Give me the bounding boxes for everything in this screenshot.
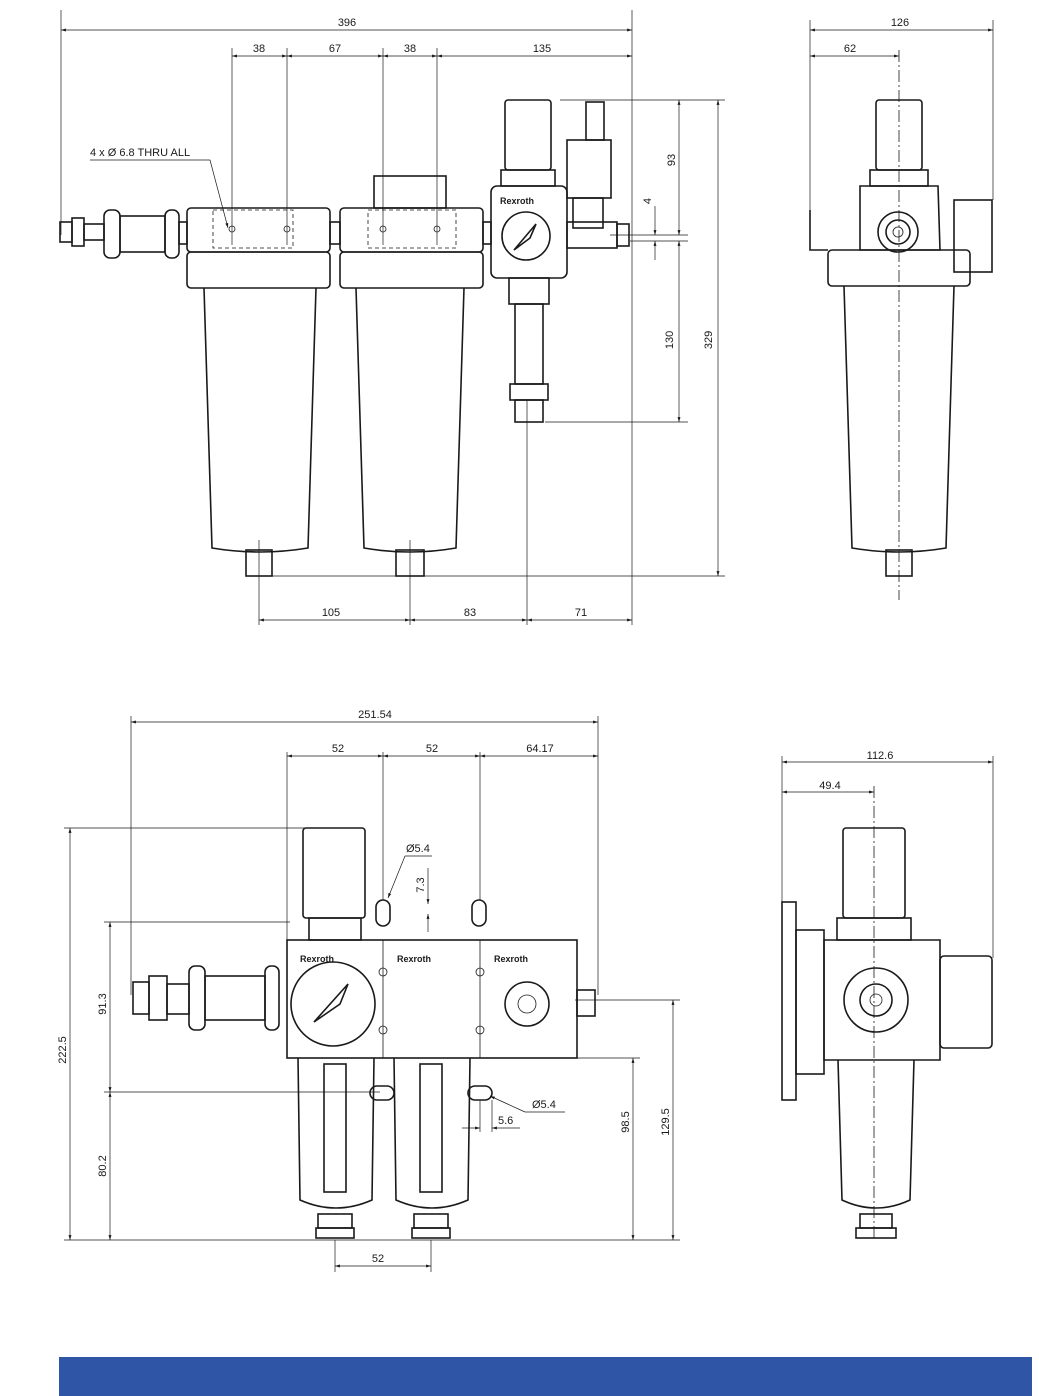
dim-label-hole-bottom: Ø5.4 <box>532 1099 556 1111</box>
dim-label-396: 396 <box>338 17 356 29</box>
dim-label-4: 4 <box>642 198 654 204</box>
dim-label-67: 67 <box>329 43 341 55</box>
bottom-front-view: 251.54 52 52 64.17 Ø5.4 7.3 222.5 91.3 8… <box>57 709 680 1272</box>
dim-label-52-a: 52 <box>332 743 344 755</box>
dim-label-222-5: 222.5 <box>57 1036 69 1064</box>
brand-label-top: Rexroth <box>500 196 534 206</box>
top-front-view: 396 38 67 38 135 4 x Ø 6.8 THRU ALL <box>59 10 725 625</box>
dim-label-130: 130 <box>664 331 676 349</box>
filter-unit-2 <box>339 175 484 625</box>
dim-label-129-5: 129.5 <box>660 1108 672 1136</box>
dim-label-49-4: 49.4 <box>819 780 840 792</box>
top-side-view: 126 62 <box>809 17 994 600</box>
dim-vertical-right: 93 4 130 329 <box>270 99 725 577</box>
dim-label-105: 105 <box>322 607 340 619</box>
brand-label-3: Rexroth <box>494 954 528 964</box>
dim-label-93: 93 <box>666 154 678 166</box>
dim-label-98-5: 98.5 <box>620 1111 632 1132</box>
dim-label-hole-top: Ø5.4 <box>406 843 430 855</box>
hole-note: 4 x Ø 6.8 THRU ALL <box>90 147 229 229</box>
dim-label-64-17: 64.17 <box>526 743 554 755</box>
brand-label-1: Rexroth <box>300 954 334 964</box>
dim-label-52-bottom: 52 <box>372 1253 384 1265</box>
dim-row-bottom: 105 83 71 <box>259 607 632 622</box>
dim-label-62: 62 <box>844 43 856 55</box>
bottom-side-view: 112.6 49.4 <box>781 750 994 1239</box>
dim-label-7-3: 7.3 <box>415 877 427 892</box>
filter-unit-1 <box>186 207 331 625</box>
dim-label-83: 83 <box>464 607 476 619</box>
dim-label-126: 126 <box>891 17 909 29</box>
dim-label-38-b: 38 <box>404 43 416 55</box>
connector-2-3 <box>482 221 492 245</box>
filter-regulator-unit: Rexroth <box>490 99 630 625</box>
dim-row-top: 38 67 38 135 <box>231 43 632 245</box>
dim-label-52-b: 52 <box>426 743 438 755</box>
dim-label-251-54: 251.54 <box>358 709 392 721</box>
footer-bar <box>59 1357 1032 1396</box>
hole-note-text: 4 x Ø 6.8 THRU ALL <box>90 147 190 159</box>
connector-1-2 <box>329 221 341 245</box>
dim-label-91-3: 91.3 <box>97 993 109 1014</box>
dim-overall-width: 396 <box>60 10 633 625</box>
dim-label-80-2: 80.2 <box>97 1155 109 1176</box>
dim-label-38-a: 38 <box>253 43 265 55</box>
dim-label-329: 329 <box>703 331 715 349</box>
dim-label-71: 71 <box>575 607 587 619</box>
dim-label-135: 135 <box>533 43 551 55</box>
dim-label-5-6: 5.6 <box>498 1115 513 1127</box>
dim-label-112-6: 112.6 <box>867 750 894 762</box>
brand-label-2: Rexroth <box>397 954 431 964</box>
inlet-fitting <box>59 209 188 259</box>
